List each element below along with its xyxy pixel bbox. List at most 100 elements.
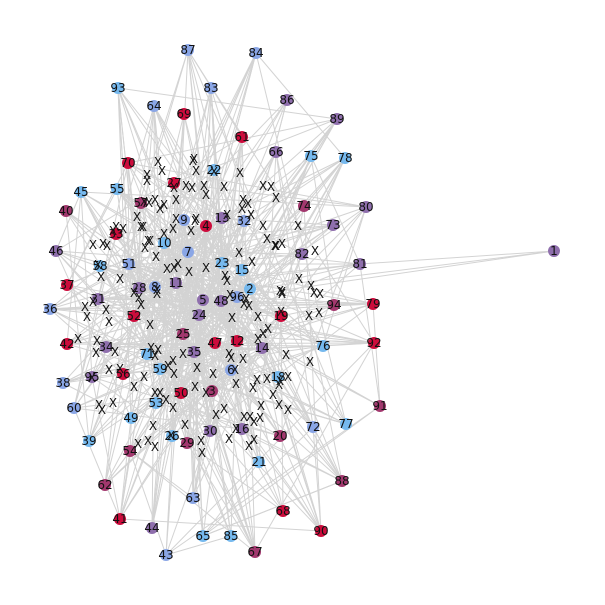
- node-8[interactable]: 8: [149, 280, 161, 294]
- node-79[interactable]: 79: [365, 297, 380, 311]
- node-38[interactable]: 38: [55, 376, 70, 390]
- node-69[interactable]: 69: [176, 107, 191, 121]
- node-59[interactable]: 59: [152, 362, 167, 376]
- node-71[interactable]: 71: [139, 347, 154, 361]
- node-53[interactable]: 53: [148, 396, 163, 410]
- node-88[interactable]: 88: [334, 474, 349, 488]
- node-84[interactable]: 84: [248, 46, 263, 60]
- node-81[interactable]: 81: [352, 257, 367, 271]
- node-86[interactable]: 86: [279, 93, 294, 107]
- node-50[interactable]: 50: [173, 386, 188, 400]
- node-63[interactable]: 63: [185, 491, 200, 505]
- node-21[interactable]: 21: [251, 455, 266, 469]
- node-15[interactable]: 15: [234, 263, 249, 277]
- node-42[interactable]: 42: [59, 337, 74, 351]
- x-marker: X: [316, 287, 324, 301]
- node-16[interactable]: 16: [234, 422, 249, 436]
- node-72[interactable]: 72: [305, 420, 320, 434]
- node-95[interactable]: 95: [84, 370, 99, 384]
- node-57[interactable]: 57: [133, 196, 148, 210]
- node-87[interactable]: 87: [180, 43, 195, 57]
- node-52[interactable]: 52: [126, 309, 141, 323]
- node-61[interactable]: 61: [234, 130, 249, 144]
- node-19[interactable]: 19: [273, 309, 288, 323]
- node-26[interactable]: 26: [164, 429, 179, 443]
- node-78[interactable]: 78: [337, 151, 352, 165]
- node-11[interactable]: 11: [168, 276, 183, 290]
- node-70[interactable]: 70: [120, 156, 135, 170]
- node-76[interactable]: 76: [315, 339, 330, 353]
- node-80[interactable]: 80: [358, 200, 373, 214]
- node-31[interactable]: 31: [90, 292, 105, 306]
- node-64[interactable]: 64: [146, 99, 161, 113]
- node-46[interactable]: 46: [48, 244, 63, 258]
- node-93[interactable]: 93: [110, 81, 125, 95]
- node-6[interactable]: 6: [225, 363, 237, 377]
- node-82[interactable]: 82: [294, 247, 309, 261]
- node-83[interactable]: 83: [203, 81, 218, 95]
- node-24[interactable]: 24: [191, 308, 206, 322]
- node-label: 33: [108, 227, 123, 241]
- node-32[interactable]: 32: [236, 214, 251, 228]
- node-35[interactable]: 35: [186, 345, 201, 359]
- node-91[interactable]: 91: [372, 399, 387, 413]
- node-68[interactable]: 68: [275, 504, 290, 518]
- node-20[interactable]: 20: [272, 429, 287, 443]
- node-48[interactable]: 48: [213, 294, 228, 308]
- node-34[interactable]: 34: [98, 340, 113, 354]
- node-9[interactable]: 9: [178, 213, 190, 227]
- node-77[interactable]: 77: [338, 417, 353, 431]
- node-25[interactable]: 25: [175, 327, 190, 341]
- node-27[interactable]: 27: [166, 176, 181, 190]
- node-92[interactable]: 92: [366, 336, 381, 350]
- node-37[interactable]: 37: [59, 278, 74, 292]
- node-10[interactable]: 10: [156, 236, 171, 250]
- node-90[interactable]: 90: [313, 524, 328, 538]
- node-56[interactable]: 56: [115, 367, 130, 381]
- node-73[interactable]: 73: [325, 218, 340, 232]
- node-45[interactable]: 45: [73, 185, 88, 199]
- node-65[interactable]: 65: [195, 529, 210, 543]
- node-58[interactable]: 58: [92, 259, 107, 273]
- node-23[interactable]: 23: [214, 256, 229, 270]
- node-89[interactable]: 89: [329, 112, 344, 126]
- node-5[interactable]: 5: [197, 293, 209, 307]
- node-7[interactable]: 7: [182, 245, 194, 259]
- node-13[interactable]: 13: [214, 211, 229, 225]
- node-39[interactable]: 39: [81, 434, 96, 448]
- node-1[interactable]: 1: [548, 244, 560, 258]
- x-marker: X: [310, 286, 318, 300]
- node-18[interactable]: 18: [270, 370, 285, 384]
- node-74[interactable]: 74: [296, 199, 311, 213]
- node-36[interactable]: 36: [42, 302, 57, 316]
- node-44[interactable]: 44: [144, 521, 159, 535]
- node-43[interactable]: 43: [158, 548, 173, 562]
- node-40[interactable]: 40: [58, 204, 73, 218]
- node-30[interactable]: 30: [202, 424, 217, 438]
- node-49[interactable]: 49: [123, 411, 138, 425]
- x-marker: X: [240, 410, 248, 424]
- node-60[interactable]: 60: [66, 401, 81, 415]
- node-28[interactable]: 28: [131, 281, 146, 295]
- node-66[interactable]: 66: [268, 145, 283, 159]
- node-94[interactable]: 94: [326, 298, 341, 312]
- node-75[interactable]: 75: [303, 149, 318, 163]
- node-12[interactable]: 12: [229, 334, 244, 348]
- node-67[interactable]: 67: [247, 545, 262, 559]
- node-33[interactable]: 33: [108, 227, 123, 241]
- node-96[interactable]: 96: [229, 290, 244, 304]
- node-2[interactable]: 2: [244, 282, 256, 296]
- node-85[interactable]: 85: [223, 529, 238, 543]
- x-marker: X: [245, 439, 253, 453]
- node-51[interactable]: 51: [121, 257, 136, 271]
- node-22[interactable]: 22: [206, 163, 221, 177]
- node-54[interactable]: 54: [122, 444, 137, 458]
- node-29[interactable]: 29: [179, 436, 194, 450]
- node-47[interactable]: 47: [207, 336, 222, 350]
- node-3[interactable]: 3: [206, 384, 218, 398]
- node-41[interactable]: 41: [112, 512, 127, 526]
- node-14[interactable]: 14: [254, 341, 269, 355]
- node-4[interactable]: 4: [200, 219, 212, 233]
- node-62[interactable]: 62: [97, 478, 112, 492]
- node-55[interactable]: 55: [109, 182, 124, 196]
